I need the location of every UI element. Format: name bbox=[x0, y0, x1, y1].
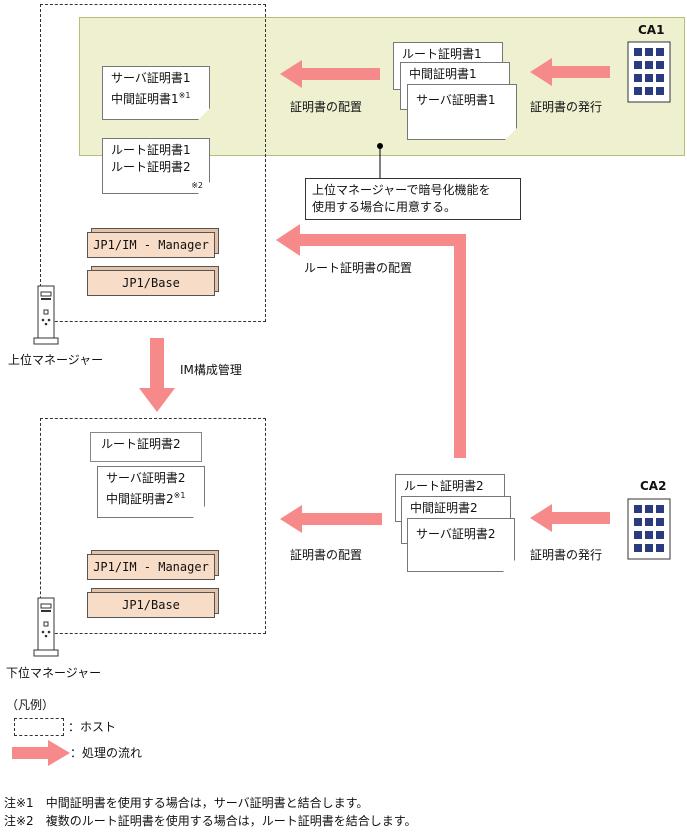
callout-line: 使用する場合に用意する。 bbox=[312, 200, 457, 214]
note-1: 注※1 中間証明書を使用する場合は，サーバ証明書と結合します。 bbox=[4, 796, 369, 810]
upper-product-base: JP1/Base bbox=[87, 270, 215, 296]
lower-product-base: JP1/Base bbox=[87, 592, 215, 618]
building-icon-ca1 bbox=[626, 40, 672, 108]
ca2-doc-server: サーバ証明書2 bbox=[407, 518, 515, 572]
lower-doc-server-intermediate: サーバ証明書2 中間証明書2※1 bbox=[97, 466, 205, 518]
lower-manager-host-box bbox=[40, 418, 266, 634]
upper-doc-roots: ルート証明書1 ルート証明書2 ※2 bbox=[102, 138, 210, 194]
upper-manager-host-box bbox=[40, 4, 266, 322]
note-mark: ※2 bbox=[191, 181, 203, 190]
upper-doc-server-intermediate: サーバ証明書1 中間証明書1※1 bbox=[102, 66, 210, 120]
upper-doc-line: ルート証明書2 bbox=[111, 160, 191, 174]
flow-arrow-place-lower bbox=[280, 505, 382, 533]
lower-doc-line: 中間証明書2※1 bbox=[106, 491, 186, 506]
ca2-doc-line: ルート証明書2 bbox=[404, 479, 484, 493]
lower-product-im-manager: JP1/IM - Manager bbox=[87, 554, 215, 580]
upper-doc-line: サーバ証明書1 bbox=[111, 71, 191, 85]
upper-product-im-manager: JP1/IM - Manager bbox=[87, 232, 215, 258]
label-issue-lower: 証明書の発行 bbox=[530, 548, 603, 562]
ca1-doc-line: サーバ証明書1 bbox=[416, 93, 496, 107]
legend-flow-swatch bbox=[12, 740, 70, 766]
server-icon bbox=[33, 284, 59, 352]
lower-doc-line: サーバ証明書2 bbox=[106, 471, 186, 485]
ca1-doc-line: ルート証明書1 bbox=[402, 47, 482, 61]
ca1-doc-line: 中間証明書1 bbox=[409, 67, 477, 81]
flow-arrow-place-upper bbox=[280, 60, 380, 88]
callout-encryption: 上位マネージャーで暗号化機能を 使用する場合に用意する。 bbox=[305, 178, 521, 220]
label-place-root: ルート証明書の配置 bbox=[304, 261, 413, 275]
callout-line: 上位マネージャーで暗号化機能を bbox=[312, 183, 491, 197]
flow-arrow-issue-upper bbox=[530, 58, 610, 86]
ca1-label: CA1 bbox=[638, 23, 665, 37]
callout-connector bbox=[377, 143, 383, 178]
legend-host-swatch bbox=[14, 718, 64, 736]
ca2-doc-line: サーバ証明書2 bbox=[416, 527, 496, 541]
legend-title: （凡例） bbox=[6, 698, 55, 712]
upper-doc-line: 中間証明書1※1 bbox=[111, 91, 191, 106]
upper-manager-label: 上位マネージャー bbox=[8, 353, 104, 367]
flow-arrow-issue-lower bbox=[530, 504, 610, 532]
lower-manager-label: 下位マネージャー bbox=[6, 666, 102, 680]
ca1-doc-server: サーバ証明書1 bbox=[407, 84, 517, 140]
upper-doc-line: ルート証明書1 bbox=[111, 143, 191, 157]
building-icon-ca2 bbox=[626, 497, 672, 565]
lower-doc-root: ルート証明書2 bbox=[90, 432, 202, 462]
flow-arrow-im-config bbox=[139, 338, 175, 412]
note-2: 注※2 複数のルート証明書を使用する場合は，ルート証明書を結合します。 bbox=[4, 814, 417, 828]
lower-doc-line: ルート証明書2 bbox=[101, 437, 181, 451]
legend-host-label: ：ホスト bbox=[68, 720, 117, 734]
flow-arrow-place-root bbox=[276, 224, 466, 458]
ca2-doc-line: 中間証明書2 bbox=[410, 501, 478, 515]
label-issue-upper: 証明書の発行 bbox=[530, 100, 603, 114]
legend-flow-label: ：処理の流れ bbox=[70, 746, 143, 760]
label-im-config: IM構成管理 bbox=[180, 363, 242, 377]
server-icon bbox=[33, 596, 59, 664]
ca2-label: CA2 bbox=[640, 479, 667, 493]
label-place-lower: 証明書の配置 bbox=[290, 548, 363, 562]
label-place-upper: 証明書の配置 bbox=[290, 100, 363, 114]
